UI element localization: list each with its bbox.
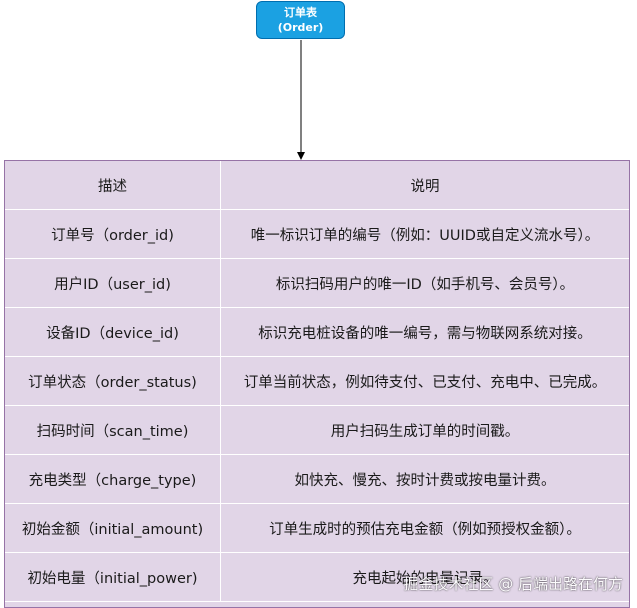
entity-subtitle: (Order) [277, 21, 324, 34]
field-name: 充电类型（charge_type) [5, 454, 221, 504]
table-row: 扫码时间（scan_time) 用户扫码生成订单的时间戳。 [5, 405, 629, 455]
field-desc: 标识扫码用户的唯一ID（如手机号、会员号）。 [220, 258, 629, 308]
table-row: 用户ID（user_id) 标识扫码用户的唯一ID（如手机号、会员号）。 [5, 258, 629, 308]
field-name: 设备ID（device_id) [5, 307, 221, 357]
field-desc: 订单生成时的预估充电金额（例如预授权金额）。 [220, 503, 629, 553]
header-description: 描述 [5, 161, 221, 210]
field-name: 初始金额（initial_amount) [5, 503, 221, 553]
table-row: 充电类型（charge_type) 如快充、慢充、按时计费或按电量计费。 [5, 454, 629, 504]
header-explanation: 说明 [220, 161, 629, 210]
spec-table: 描述 说明 订单号（order_id) 唯一标识订单的编号（例如：UUID或自定… [5, 161, 629, 602]
watermark: 掘金技术社区 @ 后端出路在何方 [403, 575, 623, 593]
table-row: 设备ID（device_id) 标识充电桩设备的唯一编号，需与物联网系统对接。 [5, 307, 629, 357]
field-name: 订单号（order_id) [5, 209, 221, 259]
field-spec-table: 描述 说明 订单号（order_id) 唯一标识订单的编号（例如：UUID或自定… [4, 160, 630, 608]
table-row: 订单号（order_id) 唯一标识订单的编号（例如：UUID或自定义流水号）。 [5, 209, 629, 259]
connector-arrow [297, 40, 305, 160]
table-row: 订单状态（order_status) 订单当前状态，例如待支付、已支付、充电中、… [5, 356, 629, 406]
table-row: 初始电量（initial_power) 充电起始的电量记录。 [5, 552, 629, 602]
field-desc: 标识充电桩设备的唯一编号，需与物联网系统对接。 [220, 307, 629, 357]
table-row: 初始金额（initial_amount) 订单生成时的预估充电金额（例如预授权金… [5, 503, 629, 553]
order-entity-box[interactable]: 订单表 (Order) [256, 1, 345, 39]
field-name: 初始电量（initial_power) [5, 552, 221, 602]
field-desc: 用户扫码生成订单的时间戳。 [220, 405, 629, 455]
field-desc: 订单当前状态，例如待支付、已支付、充电中、已完成。 [220, 356, 629, 406]
arrow-head-icon [297, 152, 305, 160]
field-name: 扫码时间（scan_time) [5, 405, 221, 455]
field-desc: 唯一标识订单的编号（例如：UUID或自定义流水号）。 [220, 209, 629, 259]
table-header-row: 描述 说明 [5, 161, 629, 210]
field-name: 订单状态（order_status) [5, 356, 221, 406]
field-name: 用户ID（user_id) [5, 258, 221, 308]
entity-title: 订单表 [284, 6, 317, 19]
field-desc: 充电起始的电量记录。 [220, 552, 629, 602]
field-desc: 如快充、慢充、按时计费或按电量计费。 [220, 454, 629, 504]
